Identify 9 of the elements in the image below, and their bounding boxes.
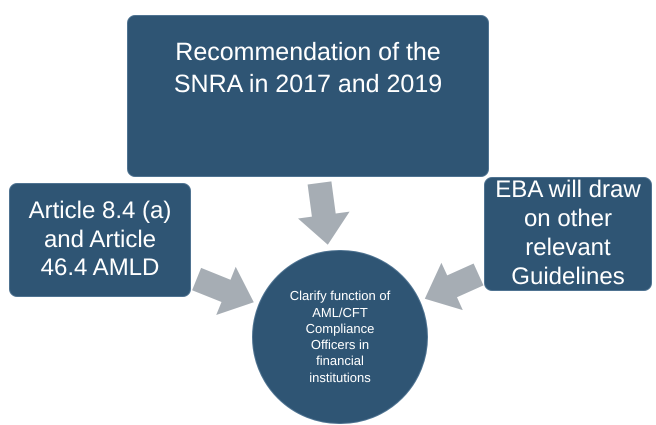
- node-text: Article 8.4 (a) and Article 46.4 AMLD: [28, 196, 172, 284]
- text-box: [127, 15, 489, 177]
- block-arrow: [298, 181, 350, 245]
- text-box: [9, 183, 191, 297]
- node-text: Recommendation of the SNRA in 2017 and 2019: [172, 36, 444, 100]
- node-text: Clarify function of AML/CFT Compliance Officers in financial institutions: [289, 288, 391, 386]
- block-arrow: [192, 266, 254, 315]
- block-arrow: [424, 262, 484, 310]
- node-text: EBA will draw on other relevant Guidelines: [494, 176, 642, 292]
